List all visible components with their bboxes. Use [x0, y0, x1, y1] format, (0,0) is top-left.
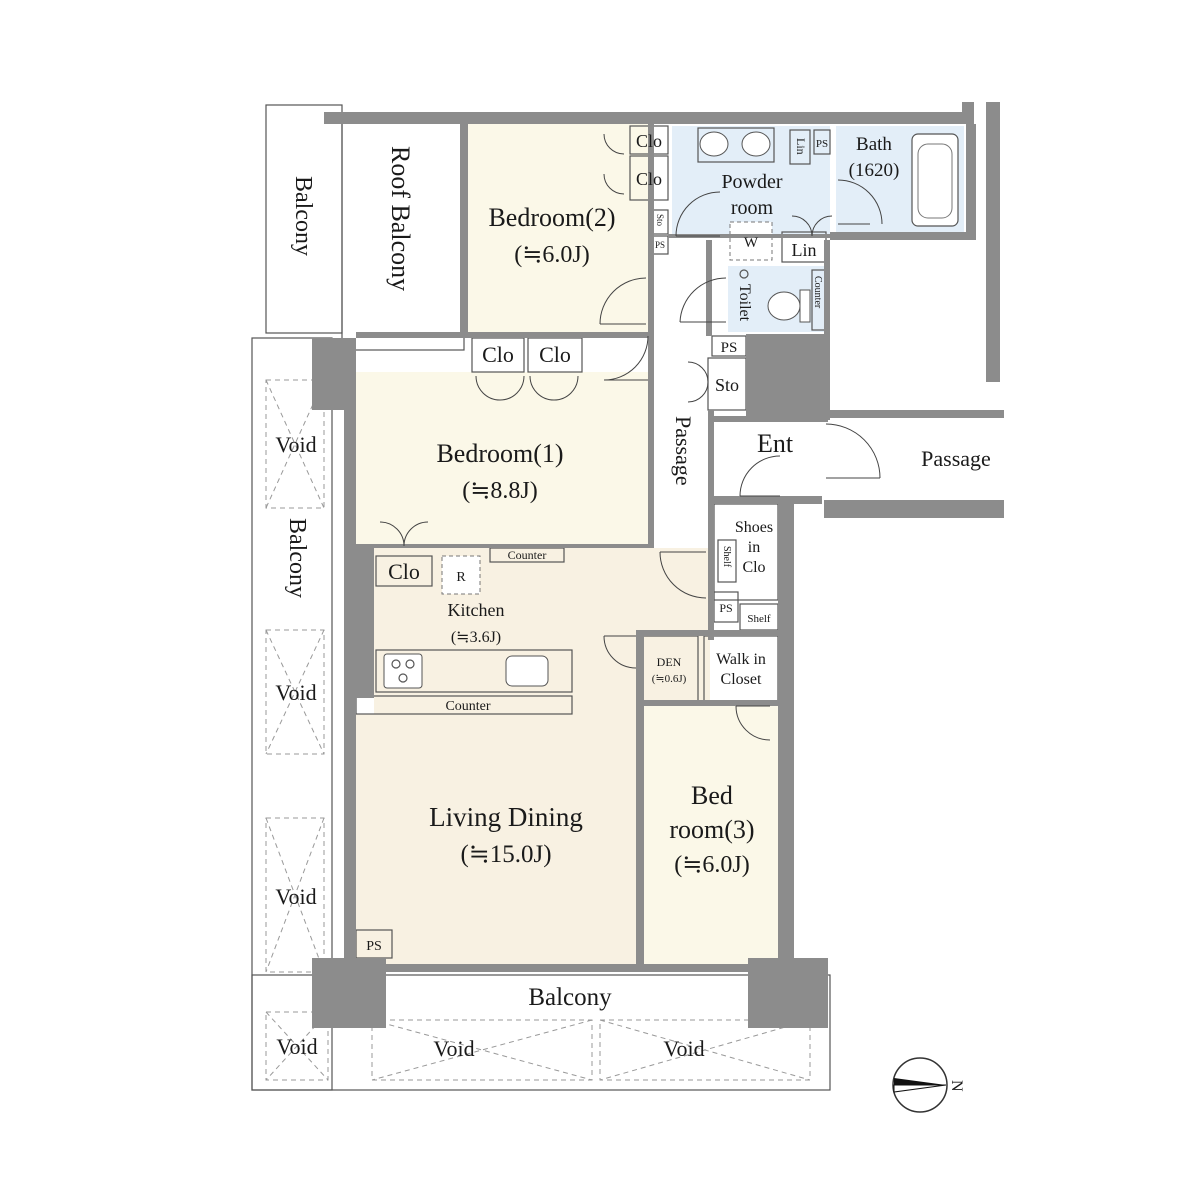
void-2-area	[265, 629, 325, 755]
ps-label-powder: PS	[816, 138, 828, 150]
void-3-label: Void	[275, 884, 316, 909]
balcony-left-label: Balcony	[284, 518, 310, 598]
entrance-fill	[720, 420, 824, 498]
void-4-label: Void	[276, 1034, 317, 1059]
void-4-area	[265, 1011, 329, 1081]
balcony-top-left-label: Balcony	[290, 176, 316, 256]
void-2-label: Void	[275, 680, 316, 705]
shelf-label-bottom: Shelf	[747, 613, 771, 625]
bath-line2: (1620)	[849, 160, 900, 181]
bedroom-2-name: Bedroom(2)	[488, 203, 615, 232]
balcony-bottom-label: Balcony	[528, 984, 612, 1011]
counter-label-top: Counter	[508, 548, 547, 562]
living-dining-name: Living Dining	[429, 802, 583, 832]
kitchen-name: Kitchen	[448, 600, 505, 620]
bedroom-3-name-line2: room(3)	[669, 815, 754, 844]
lin-box-top	[789, 129, 811, 165]
bedroom-3-name-line1: Bed	[691, 781, 733, 810]
basin-left-icon	[699, 131, 729, 157]
refrigerator-label: R	[456, 570, 466, 585]
ps-label-bedroom2: PS	[655, 240, 665, 250]
clo-label-bedroom2-bottom: Clo	[636, 169, 662, 189]
labels: Balcony Roof Balcony Balcony Balcony Voi…	[275, 131, 990, 1061]
void-1-label: Void	[275, 432, 316, 457]
bedroom-1-size: (≒8.8J)	[462, 478, 537, 504]
walk-in-closet-box	[703, 635, 779, 703]
shoes-closet-line3: Clo	[742, 559, 765, 576]
passage-fill	[652, 240, 712, 550]
living-dining-size: (≒15.0J)	[460, 841, 551, 868]
compass-arrow-icon	[894, 1078, 946, 1085]
washer-box	[729, 221, 773, 261]
clo-label-kitchen: Clo	[388, 559, 420, 584]
compass-label: N	[948, 1080, 965, 1092]
doors	[379, 133, 883, 741]
room-fills	[356, 122, 964, 968]
living-fill	[356, 714, 636, 968]
kitchen-counter-block	[375, 649, 573, 693]
void-3-area	[265, 817, 325, 973]
lin-label-bottom: Lin	[792, 240, 817, 260]
bedroom-2-size: (≒6.0J)	[514, 242, 589, 268]
ps-label-passage: PS	[721, 340, 738, 356]
bedroom-1-fill	[356, 372, 650, 546]
storage-boxes	[355, 125, 959, 959]
bedroom-2-fill	[466, 122, 648, 332]
bath-line1: Bath	[856, 134, 892, 155]
sto-label-small: Sto	[655, 214, 665, 227]
shelf-box-shoes	[717, 539, 737, 583]
bedroom-3-size: (≒6.0J)	[674, 852, 749, 878]
ps-box-powder	[813, 129, 831, 155]
toilet-label: Toilet	[736, 284, 753, 322]
counter-label-toilet: Counter	[812, 276, 823, 309]
entrance-label: Ent	[757, 429, 794, 458]
void-5-label: Void	[433, 1036, 474, 1061]
kitchen-sink-icon	[505, 655, 549, 687]
kitchen-size: (≒3.6J)	[451, 629, 501, 646]
sto-label-passage: Sto	[715, 375, 739, 395]
washer-label: W	[744, 235, 759, 251]
basin-right-icon	[741, 131, 771, 157]
powder-room-line2: room	[731, 197, 774, 219]
ps-label-hall: PS	[719, 601, 732, 615]
den-line1: DEN	[657, 655, 682, 669]
powder-room-line1: Powder	[721, 171, 782, 193]
clo-label-bedroom1-left: Clo	[482, 342, 514, 367]
walk-in-closet-line2: Closet	[721, 671, 762, 688]
void-6-label: Void	[663, 1036, 704, 1061]
walk-in-closet-line1: Walk in	[716, 651, 766, 668]
toilet-bowl-icon	[767, 291, 801, 321]
lin-label-top: Lin	[794, 138, 808, 155]
compass: N	[892, 1057, 965, 1113]
refrigerator-box	[441, 555, 481, 595]
void-1-area	[265, 379, 325, 509]
passage-label: Passage	[671, 416, 696, 486]
den-line2: (≒0.6J)	[652, 673, 687, 685]
counter-label-bottom: Counter	[445, 699, 490, 714]
clo-label-bedroom2-top: Clo	[636, 131, 662, 151]
bedroom-3-fill	[644, 706, 778, 968]
shoes-closet-line1: Shoes	[735, 519, 773, 536]
bathtub-icon	[911, 133, 959, 227]
shelf-label-shoes: Shelf	[721, 546, 732, 568]
balcony-bottom-area	[251, 974, 831, 1091]
outer-passage-label: Passage	[921, 446, 991, 471]
void-5-area	[371, 1019, 593, 1081]
clo-box-kitchen	[375, 555, 433, 587]
clo-label-bedroom1-right: Clo	[539, 342, 571, 367]
ps-label-living: PS	[366, 939, 382, 954]
walls	[312, 102, 1004, 1028]
roof-balcony-label: Roof Balcony	[386, 146, 415, 291]
stove-icon	[383, 653, 423, 689]
shoes-closet-line2: in	[748, 539, 760, 556]
bedroom-1-name: Bedroom(1)	[436, 439, 563, 468]
